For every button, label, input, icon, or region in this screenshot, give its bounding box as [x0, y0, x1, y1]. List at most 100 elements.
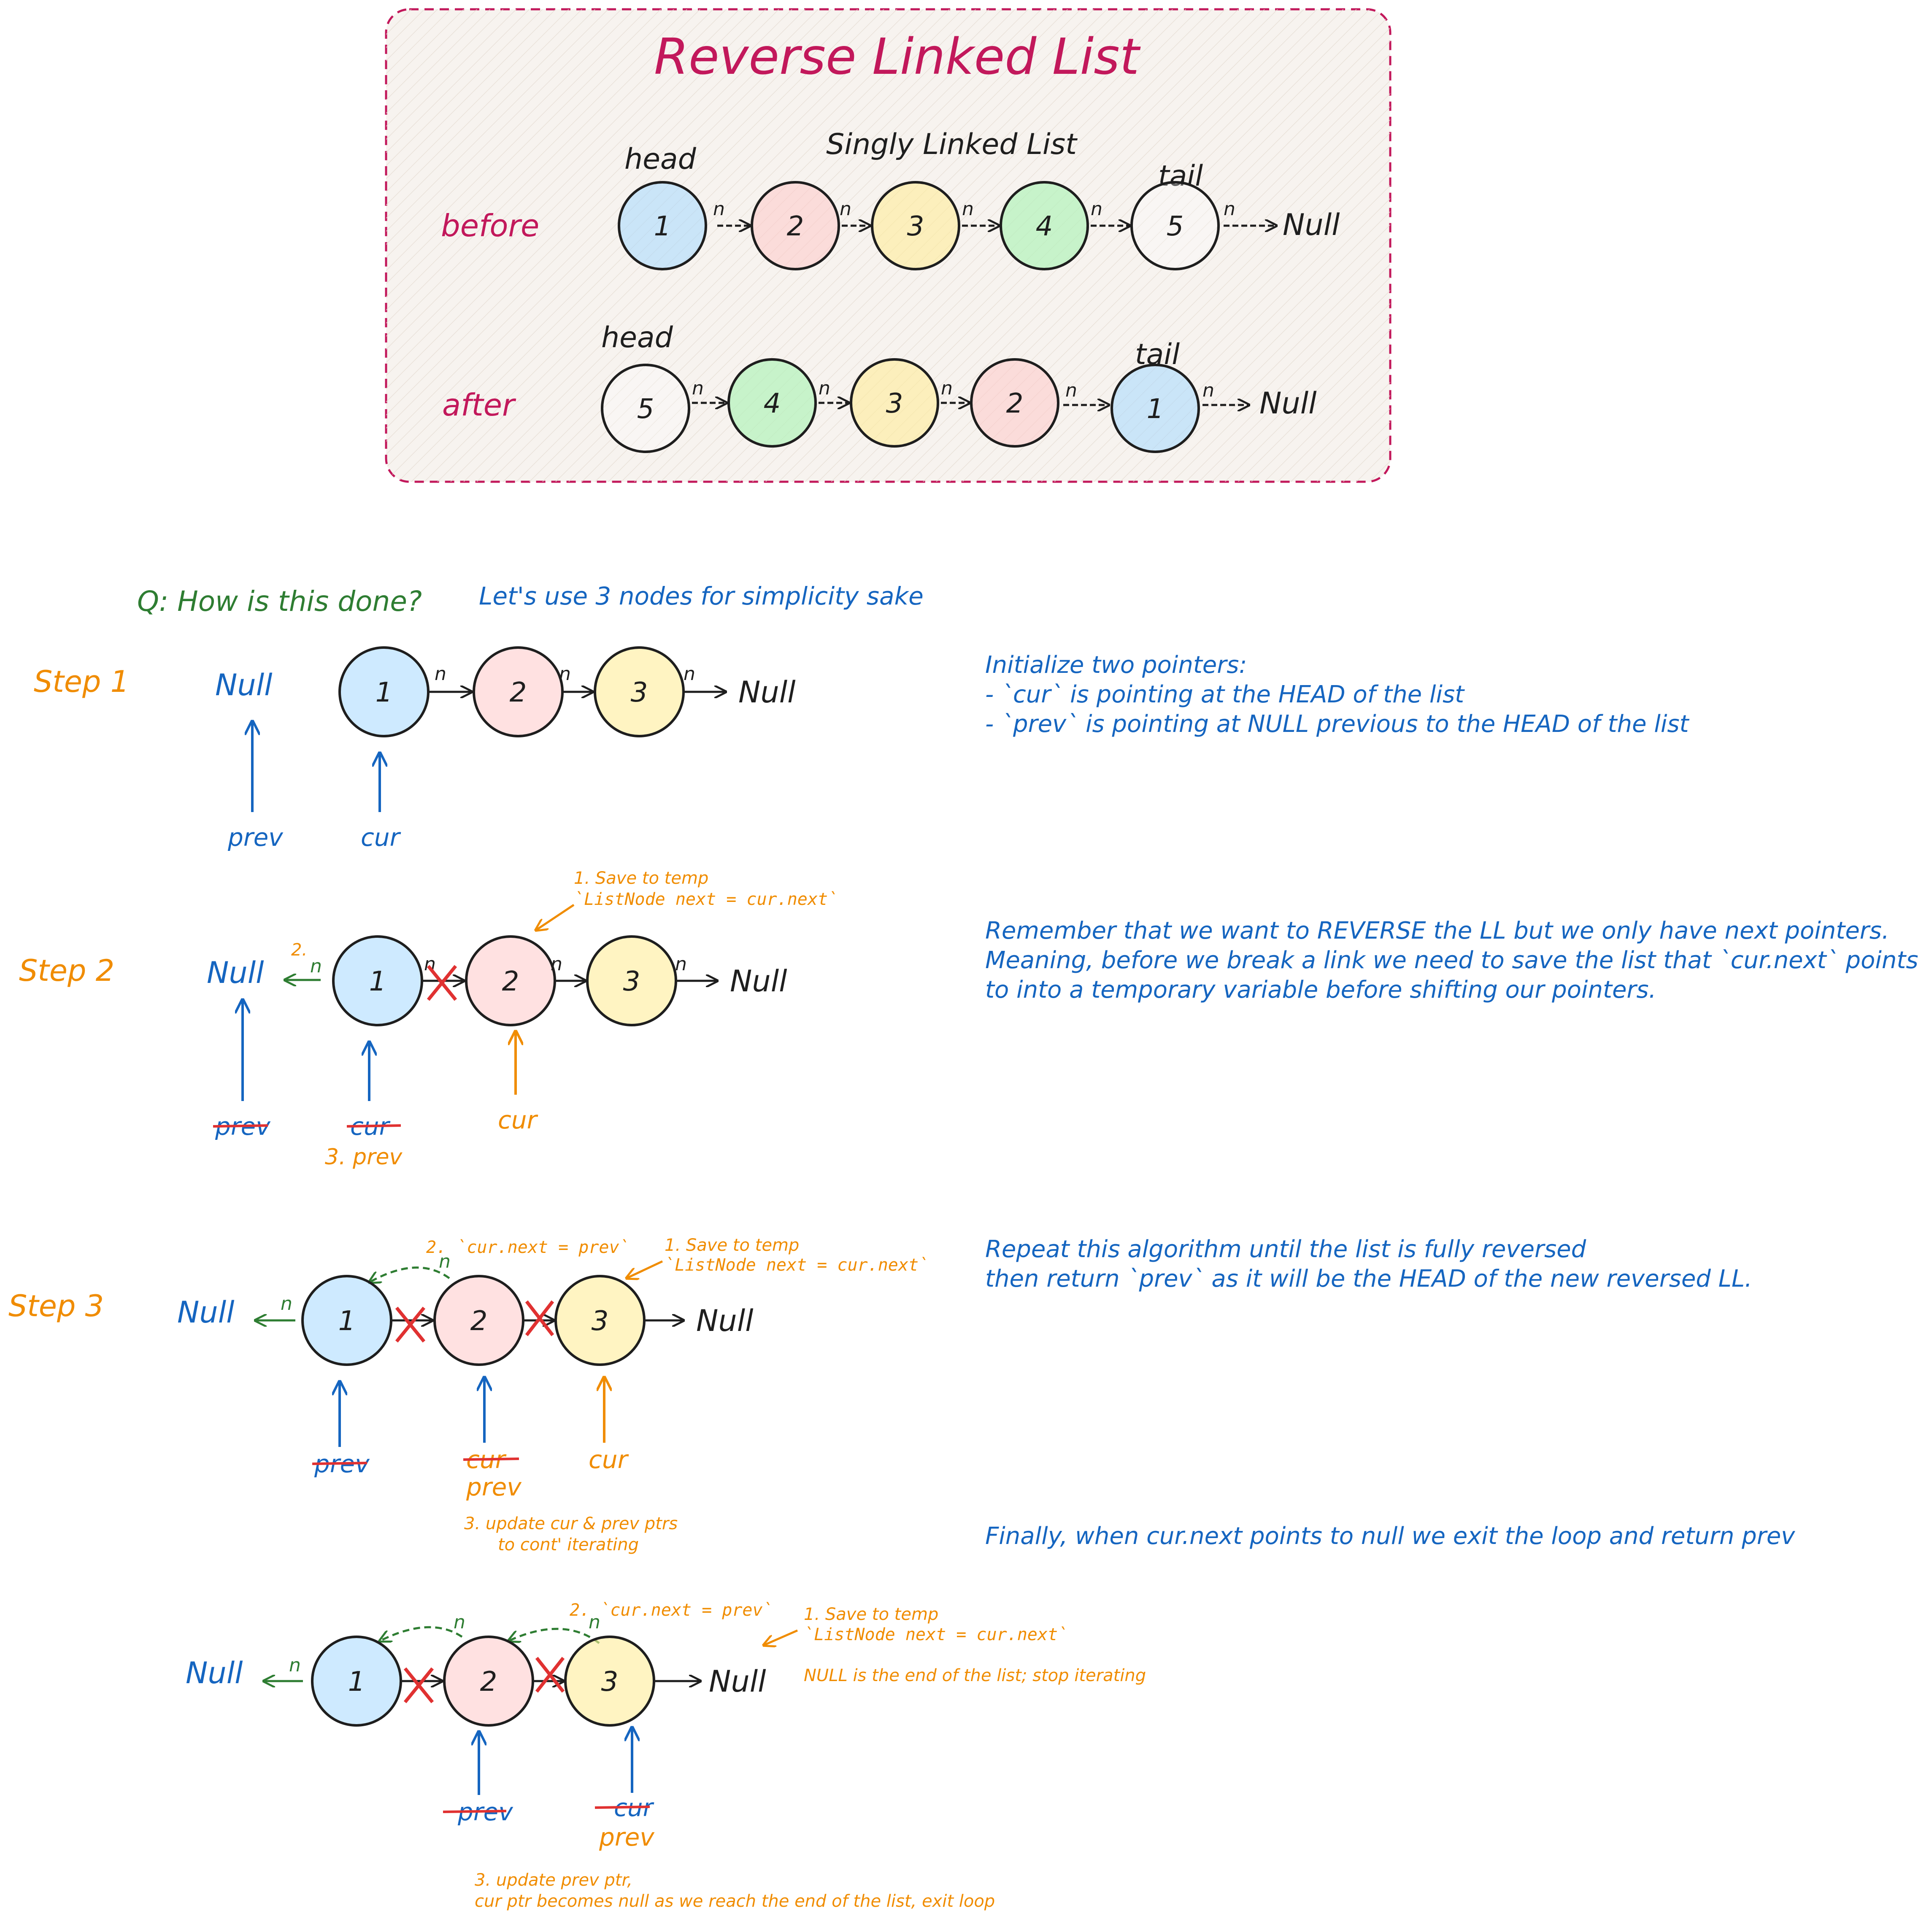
after-node-4: 4	[727, 358, 817, 448]
node-value: 4	[764, 388, 781, 419]
step-2-node-2: 2	[465, 935, 556, 1026]
after-next-labels: n n n n n	[692, 378, 1214, 401]
next-label: n	[310, 955, 322, 977]
node-value: 1	[369, 966, 386, 997]
next-label: n	[289, 1654, 301, 1676]
next-label: n	[559, 663, 571, 685]
step-3-null-right: Null	[696, 1304, 754, 1338]
step-2-node-3: 3	[586, 935, 677, 1026]
node-value: 1	[654, 211, 671, 242]
node-value: 2	[502, 966, 519, 997]
node-value: 2	[480, 1666, 497, 1698]
broken-link-x	[395, 1300, 554, 1343]
step-3-note-1b: `ListNode next = cur.next`	[665, 1255, 929, 1275]
cur-next-prev-arrow	[508, 1628, 600, 1644]
next-label: n	[1091, 198, 1102, 220]
next-label: n	[713, 198, 725, 220]
step-4-null-note: NULL is the end of the list; stop iterat…	[804, 1666, 1146, 1685]
before-node-1: 1	[618, 181, 707, 270]
next-label: n	[962, 198, 974, 220]
cur-next-prev-arrow	[369, 1266, 450, 1282]
step-3-new-prev: prev	[466, 1473, 522, 1501]
step-1-label: Step 1	[34, 664, 129, 699]
strike-line	[213, 1124, 268, 1128]
overview-panel: Reverse Linked List Singly Linked List b…	[385, 8, 1392, 483]
step-2-cur-label: cur	[498, 1106, 538, 1134]
step-4-note-3a: 3. update prev ptr,	[475, 1870, 632, 1890]
step-2-label: Step 2	[19, 953, 114, 988]
step-2-desc-1: Remember that we want to REVERSE the LL …	[985, 917, 1889, 945]
save-temp-arrow	[764, 1629, 798, 1645]
after-node-3: 3	[850, 358, 939, 448]
node-value: 1	[338, 1306, 356, 1337]
step-3-node-1: 1	[301, 1275, 392, 1366]
step-2-null-right: Null	[730, 964, 787, 999]
step-4-note-1a: 1. Save to temp	[804, 1605, 938, 1624]
after-node-5: 5	[601, 364, 690, 453]
overview-title: Reverse Linked List	[654, 27, 1141, 86]
next-label: n	[1224, 198, 1235, 220]
step-1-node-3: 3	[594, 646, 685, 737]
step-4-note-2: 2. `cur.next = prev`	[570, 1601, 773, 1620]
step-1-null-left: Null	[215, 668, 273, 702]
step-1-desc-3: - `prev` is pointing at NULL previous to…	[985, 710, 1690, 738]
before-null-label: Null	[1283, 208, 1340, 242]
step-2-note-1b: `ListNode next = cur.next`	[574, 890, 838, 909]
step-2-note-1a: 1. Save to temp	[574, 869, 708, 888]
step-3-note-1a: 1. Save to temp	[665, 1236, 799, 1255]
step-3-null-left: Null	[177, 1295, 235, 1330]
next-label: n	[435, 663, 446, 685]
after-node-2: 2	[970, 358, 1059, 448]
step-4-null-right: Null	[709, 1664, 766, 1699]
after-next-arrows	[692, 403, 1249, 405]
step-4-note-1b: `ListNode next = cur.next`	[804, 1625, 1068, 1644]
step-4: Finally, when cur.next points to null we…	[186, 1522, 1795, 1911]
cur-next-prev-arrow	[380, 1626, 463, 1641]
next-label: n	[589, 1611, 600, 1633]
strike-line	[463, 1457, 519, 1461]
next-label: n	[551, 953, 562, 975]
after-null-label: Null	[1259, 386, 1317, 421]
step-3-desc-2: then return `prev` as it will be the HEA…	[985, 1265, 1752, 1293]
next-label: n	[819, 378, 830, 399]
step-4-node-2: 2	[443, 1636, 534, 1727]
step-1: Step 1 Null 1 2 3 n n n Null prev cur In…	[34, 646, 1690, 852]
step-3-node-3: 3	[554, 1275, 646, 1366]
step-1-desc-2: - `cur` is pointing at the HEAD of the l…	[985, 681, 1465, 708]
save-temp-arrow	[627, 1260, 663, 1278]
step-3-note-3b: to cont' iterating	[498, 1535, 639, 1555]
strike-line	[594, 1806, 650, 1809]
strike-line	[346, 1124, 401, 1128]
step-4-note-3b: cur ptr becomes null as we reach the end…	[475, 1892, 995, 1911]
next-label: n	[281, 1293, 292, 1314]
before-node-5: 5	[1130, 181, 1220, 270]
next-label: n	[840, 198, 851, 220]
node-value: 5	[637, 394, 654, 425]
step-4-node-3: 3	[564, 1636, 655, 1727]
question-heading: Q: How is this done?	[137, 585, 422, 618]
broken-link-x	[427, 965, 457, 1001]
node-value: 3	[907, 211, 924, 242]
question-note: Let's use 3 nodes for simplicity sake	[479, 582, 924, 610]
step-2-null-left: Null	[207, 955, 264, 990]
step-4-new-prev: prev	[599, 1823, 655, 1852]
broken-link-x	[403, 1657, 565, 1703]
overview-subtitle: Singly Linked List	[826, 128, 1078, 161]
node-value: 2	[470, 1306, 488, 1337]
next-label: n	[684, 663, 695, 685]
step-3-desc-1: Repeat this algorithm until the list is …	[985, 1236, 1586, 1263]
node-value: 3	[886, 388, 903, 419]
after-label: after	[442, 387, 516, 423]
step-2-desc-2: Meaning, before we break a link we need …	[985, 947, 1918, 974]
step-4-desc: Finally, when cur.next points to null we…	[985, 1522, 1795, 1550]
node-value: 2	[1006, 388, 1024, 419]
step-3-label: Step 3	[8, 1289, 104, 1323]
node-value: 1	[1147, 394, 1164, 425]
before-next-labels: n n n n n	[713, 198, 1235, 220]
step-3: Step 3 Null n n 2. `cur.next = prev` 1 2…	[8, 1236, 1752, 1555]
next-label: n	[692, 378, 704, 399]
step-3-cur-label: cur	[589, 1445, 629, 1474]
before-label: before	[441, 208, 539, 243]
step-2-note-2: 2.	[291, 940, 307, 960]
